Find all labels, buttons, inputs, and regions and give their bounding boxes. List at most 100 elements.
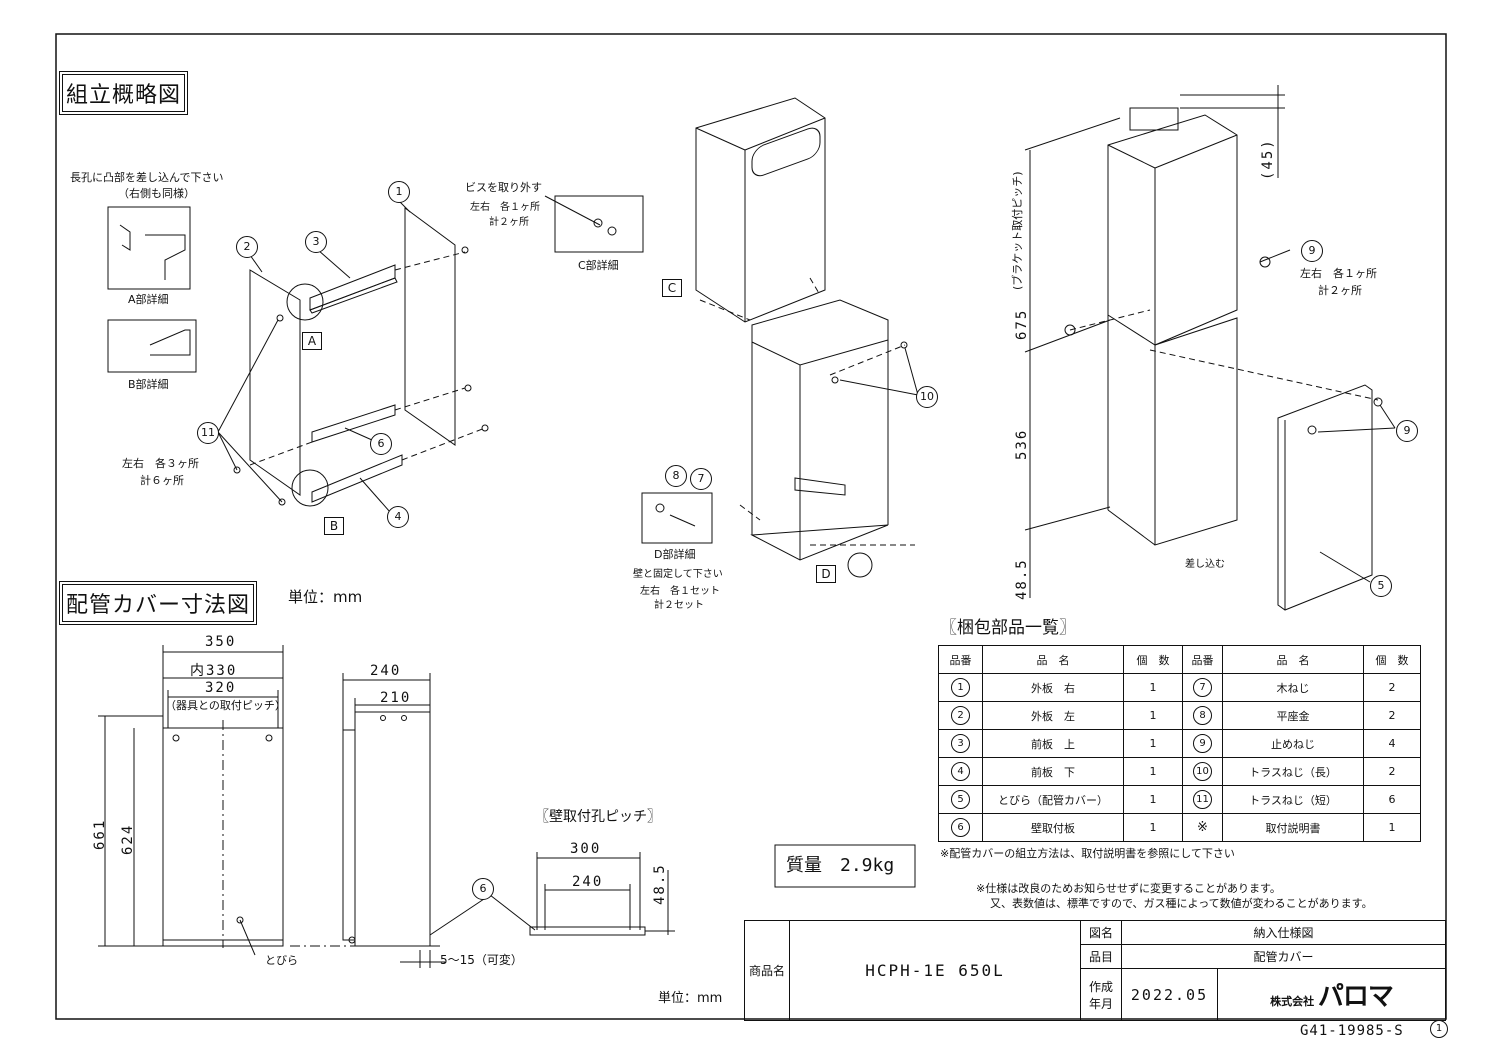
note-total-2set: 計２セット (654, 600, 704, 611)
part-no: 2 (951, 706, 970, 725)
table-row: 6 壁取付板 1 ※ 取付説明書 1 (938, 813, 1421, 842)
part-name: とびら（配管カバー） (982, 785, 1124, 814)
side-dimension-drawing (342, 673, 445, 968)
part-qty: 2 (1363, 673, 1421, 702)
date-label-1: 作成 (1088, 979, 1113, 994)
note-insert: 差し込む (1185, 559, 1225, 570)
table-row: 5 とびら（配管カバー） 1 11 トラスねじ（短） 6 (938, 785, 1421, 814)
note-lr-1set: 左右 各１セット (640, 586, 720, 597)
part-no: 4 (951, 762, 970, 781)
part-no: 3 (951, 734, 970, 753)
note-remove-screw: ビスを取り外す (465, 181, 542, 194)
callout-6-wall: 6 (472, 878, 494, 900)
part-no: 8 (1193, 706, 1212, 725)
callout-11: 11 (197, 422, 219, 444)
dim-45: (45) (1260, 138, 1276, 180)
title-block: 商品名 HCPH-1E 650L 図名 納入仕様図 品目 配管カバー 作成年月 … (744, 920, 1446, 1021)
part-name: 前板 上 (982, 729, 1124, 758)
dim-240: 240 (370, 663, 402, 679)
note-lr-3each: 左右 各３ヶ所 (122, 457, 199, 470)
pitch-300: 300 (570, 841, 602, 857)
part-name: 外板 右 (982, 673, 1124, 702)
part-qty: 6 (1363, 785, 1421, 814)
part-name: 外板 左 (982, 701, 1124, 730)
part-name: 前板 下 (982, 757, 1124, 786)
label-detail-a: A部詳細 (128, 293, 169, 306)
callout-d: D (816, 565, 836, 583)
callout-3: 3 (305, 231, 327, 253)
part-qty: 1 (1123, 673, 1183, 702)
table-row: 1 外板 右 1 7 木ねじ 2 (938, 673, 1421, 702)
company-name: 株式会社 (1270, 995, 1315, 1008)
assembled-view-right (1024, 85, 1396, 611)
spec-note-1: ※仕様は改良のためお知らせせずに変更することがあります。 (976, 882, 1281, 895)
callout-a: A (302, 332, 322, 350)
dim-320-note: （器具との取付ピッチ） (165, 699, 286, 712)
company-cell: 株式会社 パロマ (1217, 968, 1446, 1021)
callout-c: C (662, 279, 682, 297)
wall-pitch-drawing (429, 852, 675, 936)
callout-10: 10 (916, 386, 938, 408)
callout-2: 2 (236, 236, 258, 258)
header-name-2: 品 名 (1222, 645, 1364, 674)
note-fix-wall: 壁と固定して下さい (633, 569, 723, 580)
parts-table: 品番 品 名 個 数 品番 品 名 個 数 1 外板 右 1 7 木ねじ 2 2… (938, 645, 1421, 842)
header-qty-2: 個 数 (1363, 645, 1421, 674)
dim-48-5: 48.5 (1014, 558, 1030, 600)
part-qty: 1 (1363, 813, 1421, 842)
part-name: トラスねじ（長） (1222, 757, 1364, 786)
brand-logo: パロマ (1317, 982, 1394, 1012)
callout-5: 5 (1370, 575, 1392, 597)
part-qty: 1 (1123, 813, 1183, 842)
header-no-1: 品番 (938, 645, 983, 674)
part-name: 取付説明書 (1222, 813, 1364, 842)
date-value: 2022.05 (1121, 968, 1218, 1021)
note-total-6: 計６ヶ所 (140, 474, 184, 487)
part-no: 9 (1193, 734, 1212, 753)
part-qty: 1 (1123, 757, 1183, 786)
item-label: 品目 (1080, 944, 1122, 969)
parts-table-header: 品番 品 名 個 数 品番 品 名 個 数 (938, 645, 1421, 674)
callout-1: 1 (388, 181, 410, 203)
callout-6: 6 (370, 433, 392, 455)
note-same-right: （右側も同様） (118, 187, 195, 200)
parts-list-heading: 〖梱包部品一覧〗 (940, 618, 1076, 638)
part-no: 1 (951, 678, 970, 697)
part-no: 5 (951, 790, 970, 809)
callout-7: 7 (690, 468, 712, 490)
note-lr-1each-right: 左右 各１ヶ所 (1300, 267, 1377, 280)
dimension-heading: 配管カバー寸法図 (58, 581, 258, 625)
part-qty: 2 (1363, 757, 1421, 786)
table-row: 2 外板 左 1 8 平座金 2 (938, 701, 1421, 730)
product-label: 商品名 (744, 920, 790, 1021)
header-qty-1: 個 数 (1123, 645, 1183, 674)
dim-210: 210 (380, 690, 412, 706)
dim-661: 661 (92, 818, 108, 850)
note-insert-tab: 長孔に凸部を差し込んで下さい (70, 171, 224, 184)
dim-624: 624 (120, 823, 136, 855)
date-label: 作成年月 (1080, 968, 1122, 1021)
callout-9-door: 9 (1396, 420, 1418, 442)
label-door: とびら (265, 954, 298, 967)
spec-note-2: 又、表数値は、標準ですので、ガス種によって数値が変わることがあります。 (990, 897, 1373, 910)
callout-9-top: 9 (1301, 240, 1323, 262)
part-no: 11 (1193, 790, 1212, 809)
pitch-240: 240 (572, 874, 604, 890)
note-total-2: 計２ヶ所 (489, 217, 529, 228)
drawing-name-label: 図名 (1080, 920, 1122, 945)
header-name-1: 品 名 (982, 645, 1124, 674)
exploded-view-left (107, 195, 713, 544)
part-name: 壁取付板 (982, 813, 1124, 842)
note-bracket-pitch: (ブラケット取付ピッチ) (1011, 171, 1024, 290)
date-label-2: 年月 (1088, 996, 1113, 1011)
note-lr-1each: 左右 各１ヶ所 (470, 202, 540, 213)
dim-536: 536 (1014, 428, 1030, 460)
weight-value: 質量 2.9kg (786, 855, 895, 876)
part-qty: 1 (1123, 701, 1183, 730)
part-qty: 1 (1123, 785, 1183, 814)
table-row: 3 前板 上 1 9 止めねじ 4 (938, 729, 1421, 758)
header-no-2: 品番 (1182, 645, 1223, 674)
part-no: 7 (1193, 678, 1212, 697)
part-qty: 4 (1363, 729, 1421, 758)
dimension-unit: 単位：mm (288, 588, 363, 606)
